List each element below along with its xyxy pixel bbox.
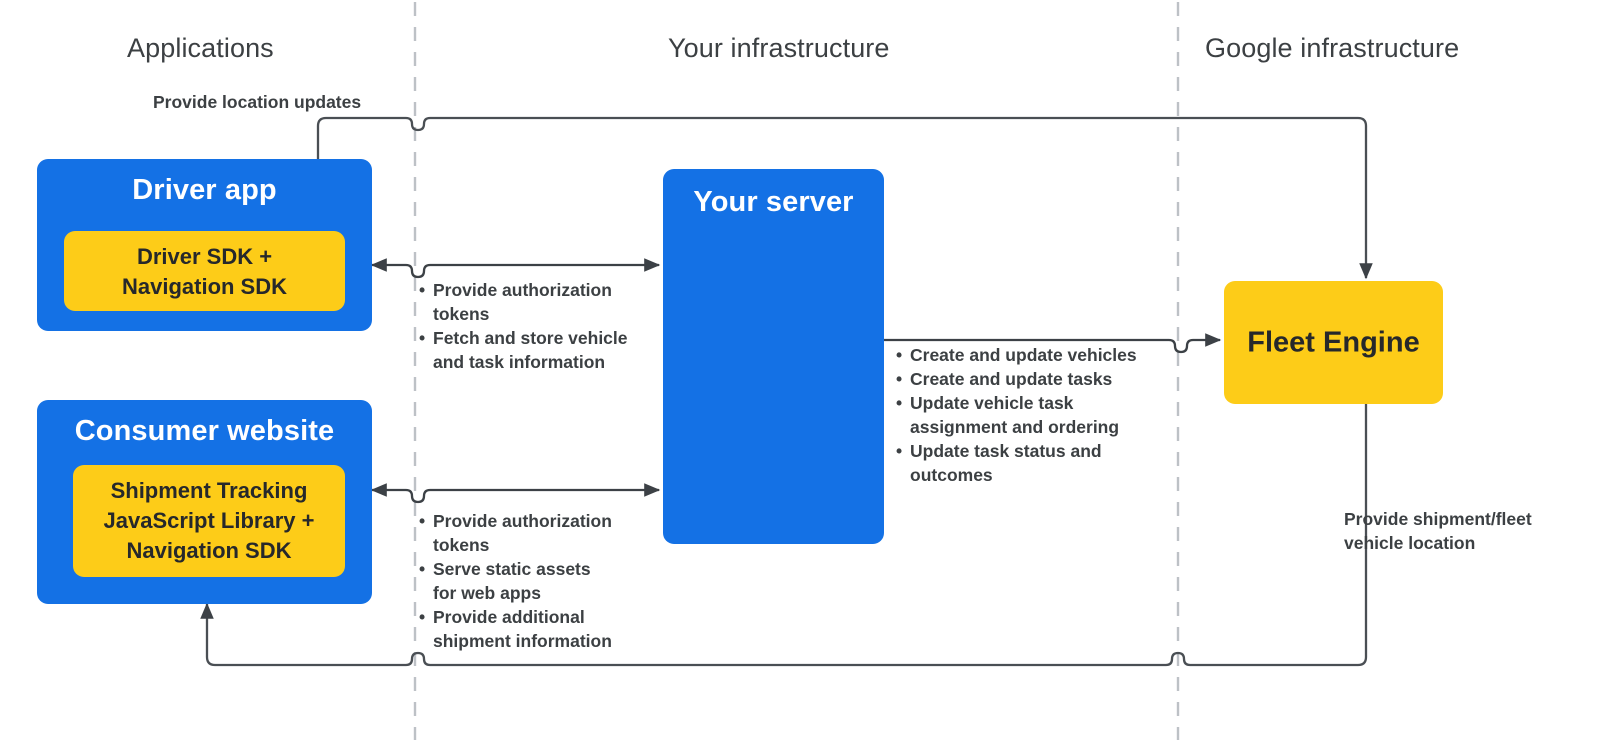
list-item: Update task status and outcomes — [896, 439, 1161, 487]
zone-header-your-infrastructure: Your infrastructure — [668, 33, 890, 63]
node-consumer-website[interactable]: Consumer website Shipment Tracking JavaS… — [37, 400, 372, 604]
annotation-shipment-fleet-location: Provide shipment/fleet vehicle location — [1344, 509, 1532, 553]
wire-consumer-server — [370, 483, 661, 504]
your-server-title: Your server — [693, 186, 854, 218]
list-item: Provide authorization tokens — [419, 509, 659, 557]
zone-header-google-infrastructure: Google infrastructure — [1205, 33, 1460, 63]
node-your-server[interactable]: Your server — [663, 169, 884, 544]
node-driver-app[interactable]: Driver app Driver SDK + Navigation SDK — [37, 159, 372, 331]
bullets-driver-server: Provide authorization tokens Fetch and s… — [419, 278, 659, 374]
list-item: Provide additional shipment information — [419, 605, 659, 653]
node-fleet-engine[interactable]: Fleet Engine — [1224, 281, 1443, 404]
list-item: Fetch and store vehicle and task informa… — [419, 326, 659, 374]
fleet-engine-title: Fleet Engine — [1247, 326, 1420, 358]
bullets-server-fleet: Create and update vehicles Create and up… — [896, 343, 1161, 487]
list-item: Create and update vehicles — [896, 343, 1161, 367]
list-item: Serve static assets for web apps — [419, 557, 659, 605]
wire-driver-server — [370, 258, 661, 279]
driver-app-title: Driver app — [132, 174, 277, 206]
node-shipment-tracking-library[interactable]: Shipment Tracking JavaScript Library + N… — [73, 465, 345, 577]
list-item: Create and update tasks — [896, 367, 1161, 391]
list-item: Update vehicle task assignment and order… — [896, 391, 1161, 439]
list-item: Provide authorization tokens — [419, 278, 659, 326]
annotation-location-updates: Provide location updates — [153, 92, 362, 112]
zone-header-applications: Applications — [127, 33, 274, 63]
driver-sdk-label: Driver SDK + Navigation SDK — [121, 244, 288, 299]
consumer-website-title: Consumer website — [74, 415, 335, 447]
bullets-consumer-server: Provide authorization tokens Serve stati… — [419, 509, 659, 653]
node-driver-sdk[interactable]: Driver SDK + Navigation SDK — [64, 231, 345, 311]
shipment-tracking-library-label: Shipment Tracking JavaScript Library + N… — [103, 478, 315, 563]
